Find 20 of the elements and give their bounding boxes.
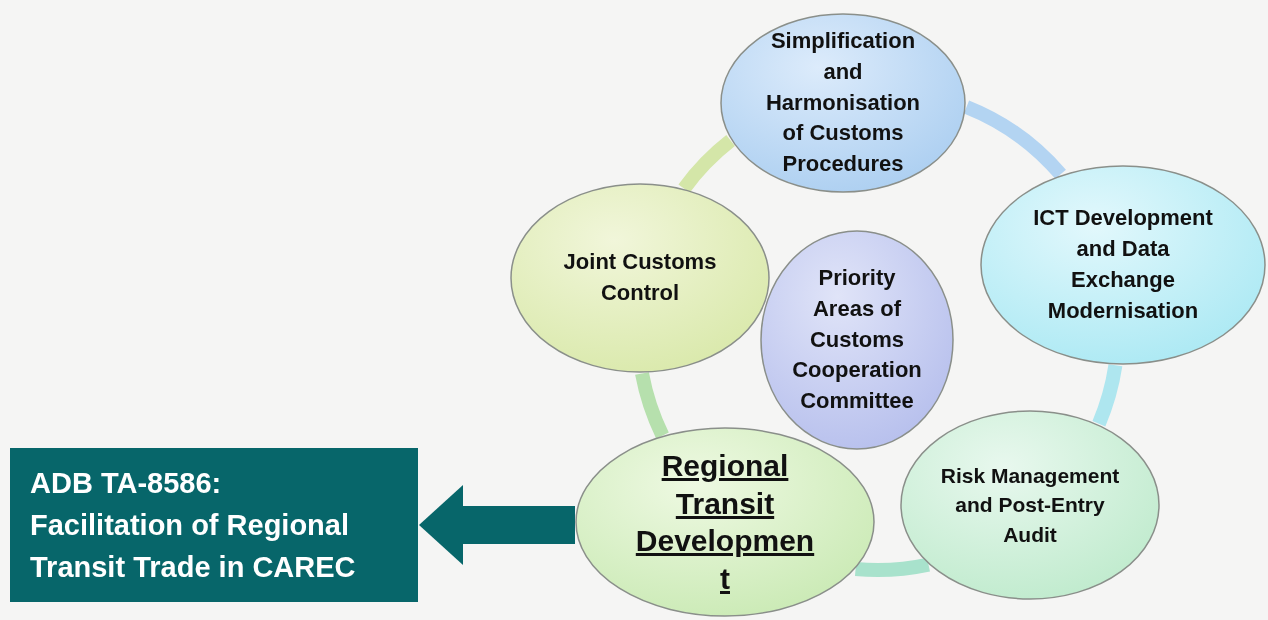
block-arrow (419, 485, 575, 565)
topic-ellipse (720, 13, 966, 193)
focus-title: Regional Transit Development (635, 448, 815, 597)
topic-ellipse (510, 183, 770, 373)
topic-text: Joint Customs Control (562, 248, 718, 307)
project-box (10, 448, 418, 602)
topic-ellipse (760, 230, 954, 450)
ring-connector (635, 372, 669, 439)
topic-ellipse (575, 427, 875, 617)
topic-text: Risk Management and Post-Entry Audit (939, 462, 1121, 548)
ring-connector (855, 557, 930, 577)
topic-text: Simplification and Harmonisation of Customs Procedures (765, 27, 921, 179)
project-title: ADB TA-8586: Facilitation of Regional Transit Trade in CAREC (30, 465, 357, 585)
topic-text: Priority Areas of Customs Cooperation Committee (791, 264, 923, 416)
topic-text: ICT Development and Data Exchange Modernisation (1032, 204, 1214, 325)
topic-ellipse (980, 165, 1266, 365)
ring-connector (963, 100, 1066, 180)
ring-connector (1092, 364, 1123, 427)
topic-ellipse (900, 410, 1160, 600)
ring-connector (678, 135, 736, 193)
